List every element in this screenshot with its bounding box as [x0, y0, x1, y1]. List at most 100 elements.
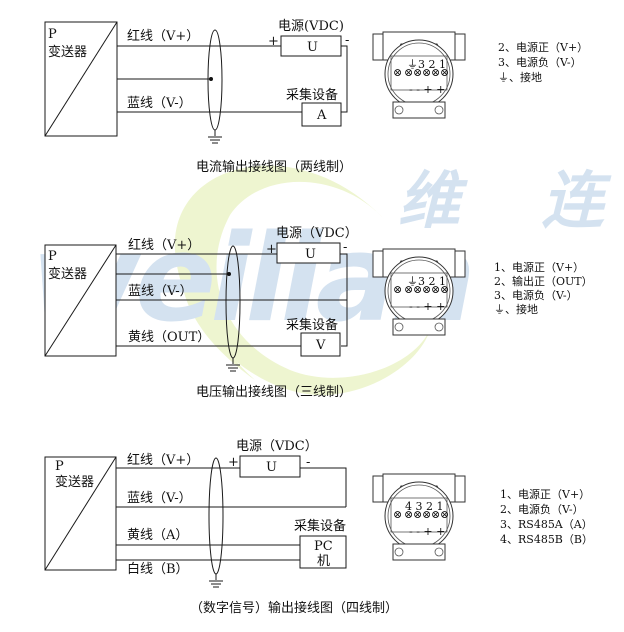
wire-yellow-label: 黄线（A）: [127, 528, 188, 543]
svg-text:⊗: ⊗: [431, 283, 440, 296]
wire-red-label: 红线（V+）: [128, 237, 200, 253]
svg-text:⊗: ⊗: [422, 66, 431, 79]
svg-text:⊗: ⊗: [431, 508, 440, 521]
power-supply-label: 电源(VDC): [278, 19, 344, 34]
terminal-numbers: ⏚3 2 1: [407, 58, 446, 71]
ground-icon: [208, 130, 222, 144]
shield-junction-dot: [227, 272, 231, 276]
power-plus-sign: +: [266, 242, 277, 257]
power-minus-sign: -: [345, 33, 349, 48]
transmitter-label: 变送器: [48, 44, 87, 60]
power-supply-box-label: U: [266, 460, 277, 475]
acquisition-device-box-line2: 机: [317, 554, 330, 569]
power-supply-box-label: U: [307, 40, 318, 55]
power-supply-label: 电源（VDC）: [276, 226, 358, 241]
wire-loop-right: [300, 467, 347, 507]
svg-text:⊗: ⊗: [413, 66, 422, 79]
wire-red-label: 红线（V+）: [127, 452, 199, 468]
terminal-numbers: ⏚3 2 1: [407, 275, 446, 288]
wire-red-label: 红线（V+）: [127, 28, 199, 44]
svg-text:⊗: ⊗: [393, 508, 402, 521]
power-plus-sign: +: [228, 455, 239, 470]
diagram-title: 电压输出接线图（三线制）: [196, 384, 352, 400]
transmitter-diagonal: [44, 456, 117, 571]
terminal-legend: 1、电源正（V+） 2、输出正（OUT） 3、电源负（V-） ⏚、接地: [494, 260, 593, 316]
watermark-swoosh-tail: [179, 245, 255, 380]
legend-item: 3、RS485A（A）: [500, 518, 593, 531]
diagram-title: （数字信号）输出接线图（四线制）: [190, 600, 398, 616]
transmitter-label: 变送器: [55, 474, 94, 490]
legend-item: 2、电源负（V-）: [500, 502, 584, 516]
svg-text:⊗: ⊗: [440, 283, 449, 296]
legend-item: 4、RS485B（B）: [500, 533, 593, 546]
wire-loop-right: [340, 253, 348, 347]
ground-icon: [209, 574, 223, 588]
cable-shield-ellipse: [208, 457, 224, 575]
power-supply-box: [276, 242, 341, 264]
diagram-title: 电流输出接线图（两线制）: [196, 159, 352, 175]
legend-item: 3、电源负（V-）: [498, 55, 582, 69]
wire-blue-label: 蓝线（V-）: [127, 491, 192, 506]
diagram-digital-four-wire: P 变送器 红线（V+） 蓝线（V-） 黄线（A） 白线（B） 电源（VDC） …: [44, 439, 593, 616]
power-supply-box-label: U: [305, 247, 316, 262]
transmitter-p-label: P: [55, 459, 64, 474]
wire-blue-label: 蓝线（V-）: [128, 284, 193, 299]
svg-text:⊗: ⊗: [404, 508, 413, 521]
svg-text:⊗: ⊗: [440, 66, 449, 79]
svg-text:⊗: ⊗: [413, 508, 422, 521]
watermark-cn: 维 连: [398, 164, 624, 237]
svg-text:⊗: ⊗: [404, 283, 413, 296]
acquisition-device-label: 采集设备: [294, 518, 346, 534]
power-minus-sign: -: [306, 455, 310, 470]
acquisition-device-box-line1: PC: [314, 539, 333, 554]
svg-text:⊗: ⊗: [440, 508, 449, 521]
terminal-polarity: - - + +: [409, 300, 445, 313]
ground-icon: [226, 358, 240, 372]
terminal-housing-drawing: ⏚3 2 1 ⊗ ⊗ ⊗ ⊗ ⊗ ⊗ - - + +: [372, 248, 466, 336]
terminal-polarity: - - + +: [409, 83, 445, 96]
acquisition-device-box-label: V: [315, 338, 326, 353]
terminal-numbers: 4 3 2 1: [405, 500, 443, 513]
legend-item: 1、电源正（V+）: [500, 487, 590, 501]
transmitter-diagonal: [44, 244, 117, 357]
acquisition-device-box: [300, 332, 341, 357]
terminal-legend: 2、电源正（V+） 3、电源负（V-） ⏚、接地: [498, 40, 588, 84]
transmitter-p-label: P: [48, 249, 57, 264]
diagram-current-two-wire: P 变送器 红线（V+） 蓝线（V-） 电源(VDC) + - U 采集设备 A…: [44, 19, 588, 175]
power-plus-sign: +: [268, 34, 279, 49]
svg-text:⊗: ⊗: [393, 66, 402, 79]
svg-text:⊗: ⊗: [404, 66, 413, 79]
diagram-voltage-three-wire: P 变送器 红线（V+） 蓝线（V-） 黄线（OUT） 电源（VDC） + - …: [44, 226, 593, 400]
legend-item: 2、输出正（OUT）: [494, 274, 593, 288]
legend-item: ⏚、接地: [498, 71, 542, 84]
svg-text:⊗: ⊗: [431, 66, 440, 79]
terminal-polarity: - - + +: [409, 525, 445, 538]
wire-yellow-label: 黄线（OUT）: [128, 330, 210, 345]
transmitter-label: 变送器: [48, 266, 87, 282]
power-supply-box: [239, 455, 301, 478]
power-minus-sign: -: [343, 240, 347, 255]
acquisition-device-box: [301, 102, 342, 127]
terminal-screws: ⊗ ⊗ ⊗ ⊗ ⊗ ⊗: [393, 66, 449, 79]
legend-item: ⏚、接地: [494, 303, 538, 316]
terminal-screws: ⊗ ⊗ ⊗ ⊗ ⊗ ⊗: [393, 508, 449, 521]
power-supply-label: 电源（VDC）: [236, 439, 318, 454]
acquisition-device-box: [299, 535, 347, 569]
svg-text:⊗: ⊗: [413, 283, 422, 296]
legend-item: 3、电源负（V-）: [494, 288, 578, 302]
wire-white-label: 白线（B）: [127, 561, 189, 577]
terminal-housing-drawing: 4 3 2 1 ⊗ ⊗ ⊗ ⊗ ⊗ ⊗ - - + +: [372, 473, 466, 561]
acquisition-device-box-label: A: [316, 108, 327, 123]
transmitter-diagonal: [44, 21, 118, 137]
legend-item: 2、电源正（V+）: [498, 40, 588, 54]
svg-text:⊗: ⊗: [422, 508, 431, 521]
svg-text:⊗: ⊗: [393, 283, 402, 296]
terminal-legend: 1、电源正（V+） 2、电源负（V-） 3、RS485A（A） 4、RS485B…: [500, 487, 593, 546]
terminal-screws: ⊗ ⊗ ⊗ ⊗ ⊗ ⊗: [393, 283, 449, 296]
transmitter-p-label: P: [48, 27, 57, 42]
legend-item: 1、电源正（V+）: [494, 260, 584, 274]
shield-junction-dot: [209, 77, 213, 81]
wire-loop-right: [341, 45, 348, 113]
acquisition-device-label: 采集设备: [286, 317, 338, 333]
